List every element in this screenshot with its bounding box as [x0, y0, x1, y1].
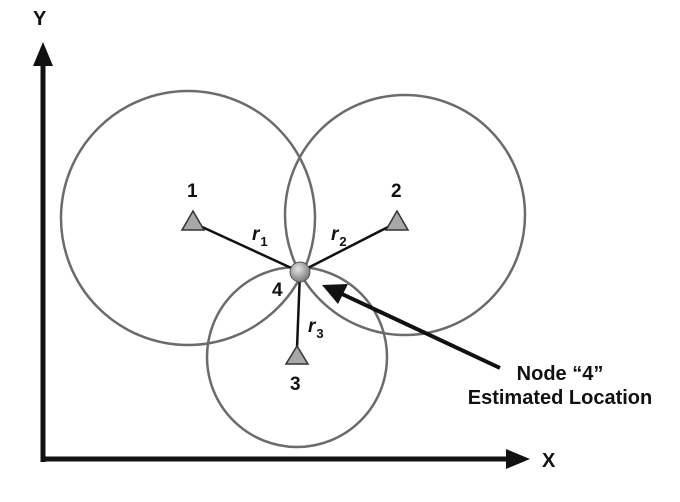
distance-line-r1 [199, 224, 301, 274]
anchor-2-label: 2 [391, 181, 402, 202]
x-axis-label: X [542, 450, 556, 472]
y-axis-arrowhead-icon [33, 42, 53, 66]
distance-line-r3 [295, 271, 302, 349]
range-circle-1 [59, 89, 317, 347]
anchor-1-label: 1 [187, 181, 198, 202]
annotation-arrowhead-icon [322, 284, 348, 304]
distance-label-r3: r3 [308, 316, 324, 341]
anchor-3-label: 3 [290, 374, 301, 395]
anchor-3-triangle-icon [284, 344, 310, 365]
distance-label-r1: r1 [252, 224, 268, 249]
anchor-1-triangle-icon [180, 209, 206, 231]
y-axis-label: Y [33, 8, 47, 30]
distance-line-r2 [299, 224, 391, 274]
annotation-arrow-line [341, 292, 501, 370]
anchor-2-triangle-icon [384, 209, 410, 231]
distance-label-r2: r2 [331, 224, 347, 249]
x-axis-arrowhead-icon [506, 449, 530, 469]
annotation-line-2: Estimated Location [468, 387, 652, 409]
annotation-line-1: Node “4” [517, 363, 604, 385]
node-4-label: 4 [272, 280, 283, 301]
node-4-marker [289, 261, 311, 283]
range-circle-2 [283, 93, 527, 337]
